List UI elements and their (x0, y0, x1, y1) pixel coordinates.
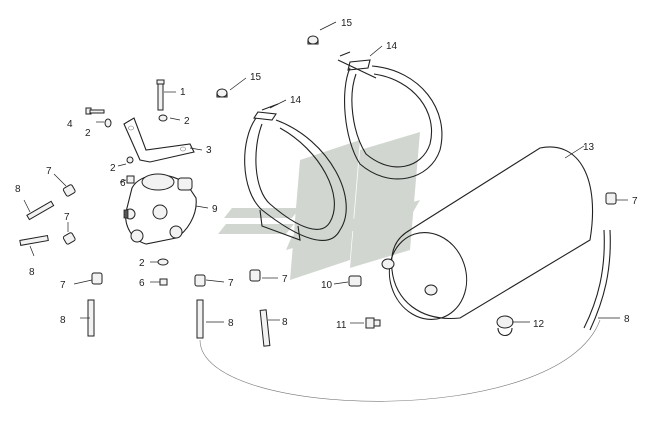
bolt-4 (85, 107, 105, 115)
tube-8e (259, 309, 271, 347)
nut-15-mid (216, 88, 228, 98)
fitting-7e (249, 269, 261, 282)
callout-8-c: 8 (60, 315, 66, 326)
fitting-7f (605, 192, 617, 205)
fitting-7a (62, 184, 76, 197)
callout-8-f: 8 (624, 314, 630, 325)
drain-valve-12 (496, 315, 514, 337)
callout-2-left: 2 (85, 128, 91, 139)
strap-14-left (244, 103, 347, 241)
tube-8b (19, 235, 49, 246)
watermark-logo (218, 132, 420, 280)
callout-2-bracket: 2 (184, 116, 190, 127)
bolt-1 (156, 79, 165, 111)
tube-8a (26, 200, 55, 221)
callout-6-lower: 6 (139, 278, 145, 289)
washer-2d (157, 258, 169, 266)
callouts: 15 14 15 14 1 2 3 4 2 2 6 9 7 8 7 8 7 8 … (15, 18, 638, 331)
callout-7-c: 7 (60, 280, 66, 291)
washer-2c (126, 156, 134, 164)
callout-8-b: 8 (29, 267, 35, 278)
callout-12: 12 (533, 319, 545, 330)
callout-7-d: 7 (228, 278, 234, 289)
callout-1: 1 (180, 87, 186, 98)
nut-6b (159, 278, 168, 286)
callout-7-e: 7 (282, 274, 288, 285)
callout-10: 10 (321, 280, 333, 291)
nut-15-top (307, 35, 319, 45)
callout-8-e: 8 (282, 317, 288, 328)
nut-6a (126, 175, 135, 184)
tube-8d (196, 299, 204, 339)
callout-2-lower: 2 (139, 258, 145, 269)
callout-8-a: 8 (15, 184, 21, 195)
callout-13: 13 (583, 142, 595, 153)
callout-8-d: 8 (228, 318, 234, 329)
callout-15-mid: 15 (250, 72, 262, 83)
air-tank (381, 146, 594, 321)
callout-3: 3 (206, 145, 212, 156)
fitting-7b (62, 232, 76, 245)
callout-11: 11 (336, 320, 347, 331)
callout-9: 9 (212, 204, 218, 215)
callout-7-a: 7 (46, 166, 52, 177)
tube-8f (583, 229, 611, 331)
washer-2a (104, 118, 112, 128)
callout-2-washer: 2 (110, 163, 116, 174)
hose-loop-outline (199, 319, 601, 402)
callout-7-f: 7 (632, 196, 638, 207)
fitting-7c (91, 272, 103, 285)
fitting-10 (348, 275, 362, 287)
valve-9 (123, 173, 197, 245)
fitting-7d (194, 274, 206, 287)
callout-15-top: 15 (341, 18, 353, 29)
fitting-11 (365, 317, 381, 329)
washer-2b (158, 114, 168, 122)
callout-14-mid: 14 (290, 95, 302, 106)
callout-7-b: 7 (64, 212, 70, 223)
callout-14-top: 14 (386, 41, 398, 52)
strap-14-right (337, 51, 443, 180)
leader-lines (23, 21, 628, 324)
callout-4: 4 (67, 119, 73, 130)
callout-6-upper: 6 (120, 178, 126, 189)
